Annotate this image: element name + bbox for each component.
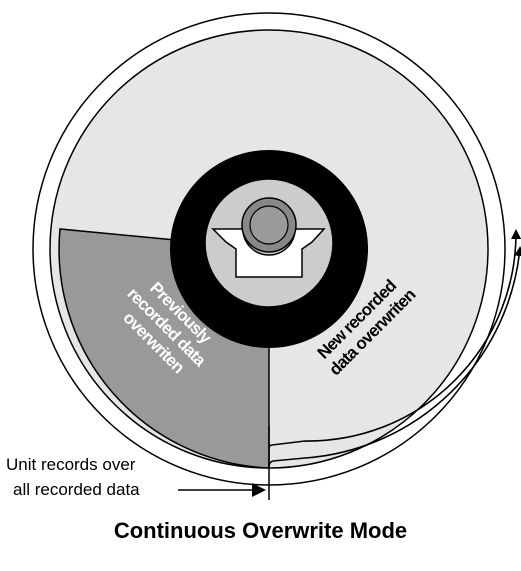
callout-line-1: Unit records over <box>6 455 136 474</box>
callout-label: Unit records over all recorded data <box>6 455 140 499</box>
diagram-caption: Continuous Overwrite Mode <box>113 518 408 543</box>
spindle-cap <box>249 205 289 245</box>
pointer-arrow-icon <box>178 483 266 497</box>
rotation-arrow-icon <box>268 229 521 468</box>
callout-line-2: all recorded data <box>13 480 140 499</box>
reel-cutout <box>211 228 326 278</box>
